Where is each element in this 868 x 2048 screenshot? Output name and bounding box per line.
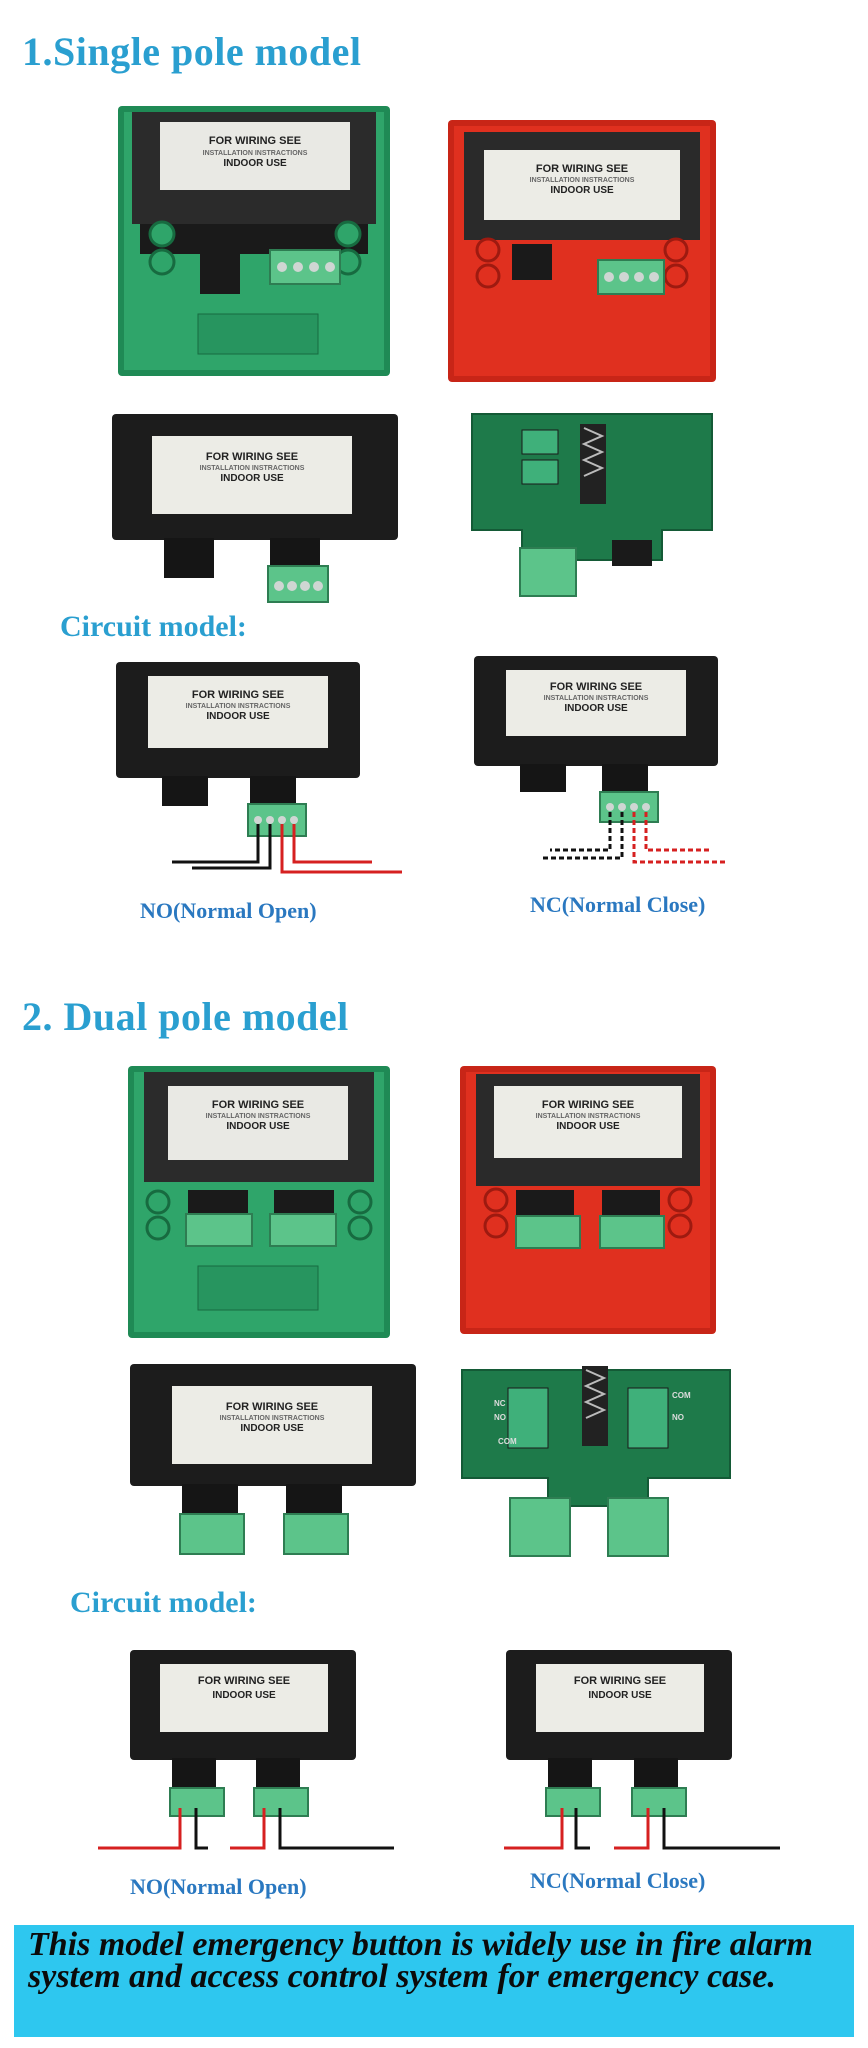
label-line2: INSTALLATION INSTRACTIONS [203,150,308,157]
section-1-title: 1.Single pole model [22,29,362,74]
red-dual-pole-housing-photo: FOR WIRING SEE INSTALLATION INSTRACTIONS… [460,1066,716,1338]
svg-text:INDOOR USE: INDOOR USE [556,1121,620,1132]
section-2-title: 2. Dual pole model [22,994,349,1039]
svg-text:INDOOR USE: INDOOR USE [564,703,628,714]
dual-pole-no-circuit-photo: FOR WIRING SEE INDOOR USE [96,1648,396,1860]
pcb-nc-mark-left: NC [494,1399,506,1408]
svg-text:FOR WIRING SEE: FOR WIRING SEE [574,1675,666,1687]
svg-text:FOR WIRING SEE: FOR WIRING SEE [550,681,642,693]
svg-text:INSTALLATION INSTRACTIONS: INSTALLATION INSTRACTIONS [530,177,635,184]
black-dual-pole-module-photo: FOR WIRING SEE INSTALLATION INSTRACTIONS… [130,1364,416,1564]
green-dual-pole-housing-photo: FOR WIRING SEE INSTALLATION INSTRACTIONS… [128,1066,390,1342]
svg-text:FOR WIRING SEE: FOR WIRING SEE [226,1401,318,1413]
svg-text:FOR WIRING SEE: FOR WIRING SEE [212,1099,304,1111]
svg-text:INDOOR USE: INDOOR USE [226,1121,290,1132]
red-single-pole-housing-photo: FOR WIRING SEE INSTALLATION INSTRACTIONS… [448,120,716,386]
dual-pole-nc-circuit-photo: FOR WIRING SEE INDOOR USE [502,1648,782,1860]
svg-text:INSTALLATION INSTRACTIONS: INSTALLATION INSTRACTIONS [536,1113,641,1120]
svg-text:INSTALLATION INSTRACTIONS: INSTALLATION INSTRACTIONS [200,465,305,472]
svg-text:INSTALLATION INSTRACTIONS: INSTALLATION INSTRACTIONS [544,695,649,702]
label-line3: INDOOR USE [223,158,287,169]
svg-text:INSTALLATION INSTRACTIONS: INSTALLATION INSTRACTIONS [186,703,291,710]
circuit-model-title-1: Circuit model: [60,610,247,643]
pcb-com-mark-left: COM [498,1437,517,1446]
circuit-model-title-2: Circuit model: [70,1586,257,1619]
svg-text:INDOOR USE: INDOOR USE [588,1690,652,1701]
svg-text:FOR WIRING SEE: FOR WIRING SEE [198,1675,290,1687]
svg-text:FOR WIRING SEE: FOR WIRING SEE [206,451,298,463]
green-single-pole-housing-photo: FOR WIRING SEE INSTALLATION INSTRACTIONS… [118,104,390,380]
svg-text:INSTALLATION INSTRACTIONS: INSTALLATION INSTRACTIONS [206,1113,311,1120]
caption-normal-close-2: NC(Normal Close) [530,1868,706,1893]
single-pole-nc-circuit-photo: FOR WIRING SEE INSTALLATION INSTRACTIONS… [470,652,728,876]
svg-text:INDOOR USE: INDOOR USE [220,473,284,484]
svg-text:INSTALLATION INSTRACTIONS: INSTALLATION INSTRACTIONS [220,1415,325,1422]
black-single-pole-module-photo: FOR WIRING SEE INSTALLATION INSTRACTIONS… [112,410,398,610]
caption-normal-open-1: NO(Normal Open) [140,898,317,923]
single-pole-pcb-photo [462,410,724,610]
single-pole-no-circuit-photo: FOR WIRING SEE INSTALLATION INSTRACTIONS… [112,658,412,882]
info-banner-text: This model emergency button is widely us… [28,1926,813,1995]
pcb-no-mark-right: NO [672,1413,684,1422]
svg-text:FOR WIRING SEE: FOR WIRING SEE [536,163,628,175]
label-line1: FOR WIRING SEE [209,135,301,147]
dual-pole-pcb-photo: NC NO COM COM NO [458,1358,736,1564]
svg-text:FOR WIRING SEE: FOR WIRING SEE [192,689,284,701]
svg-text:INDOOR USE: INDOOR USE [240,1423,304,1434]
caption-normal-close-1: NC(Normal Close) [530,892,706,917]
pcb-no-mark-left: NO [494,1413,506,1422]
svg-text:INDOOR USE: INDOOR USE [206,711,270,722]
info-banner: This model emergency button is widely us… [14,1925,854,2037]
pcb-com-mark-right: COM [672,1391,691,1400]
svg-text:INDOOR USE: INDOOR USE [212,1690,276,1701]
svg-text:INDOOR USE: INDOOR USE [550,185,614,196]
svg-text:FOR WIRING SEE: FOR WIRING SEE [542,1099,634,1111]
caption-normal-open-2: NO(Normal Open) [130,1874,307,1899]
